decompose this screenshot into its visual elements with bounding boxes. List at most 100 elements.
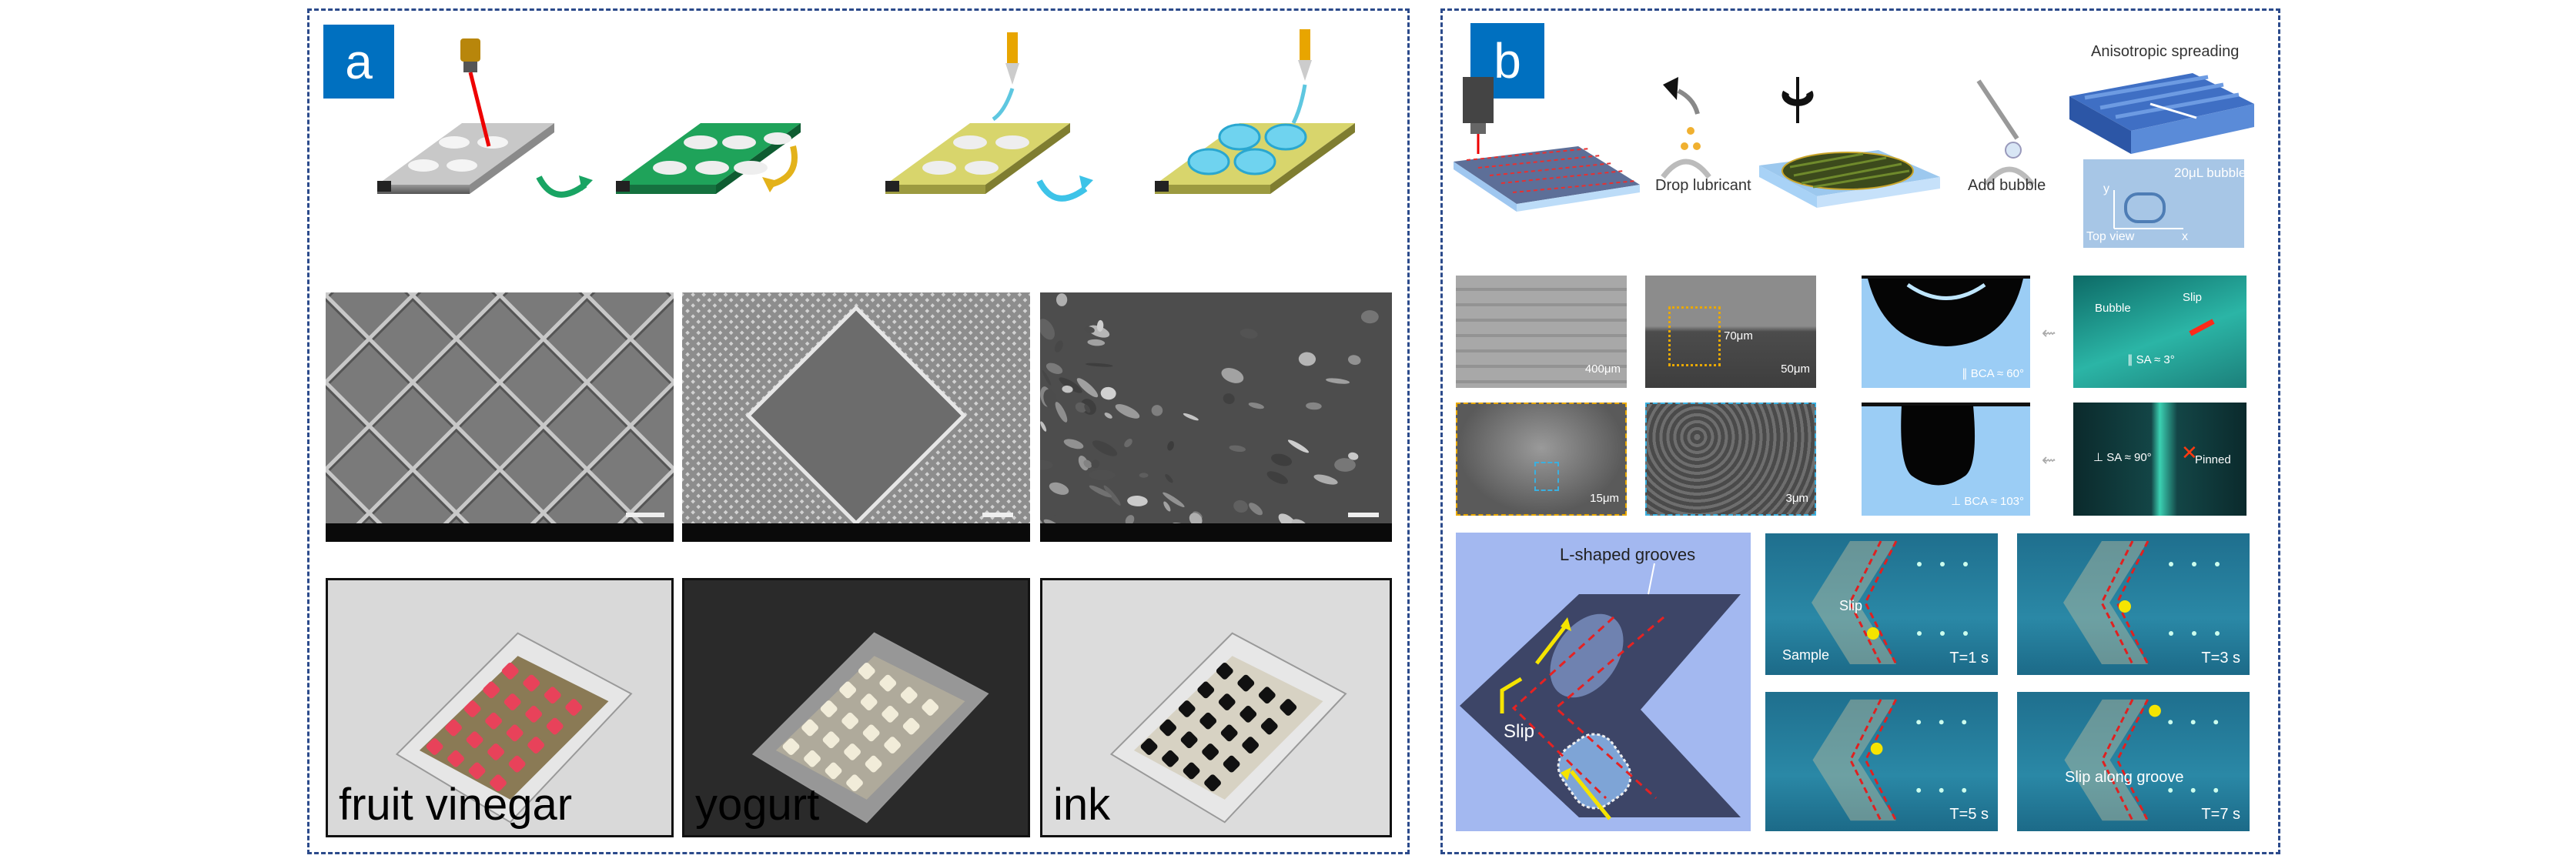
droplet [503,693,521,711]
sem-texture-mark [1092,440,1118,456]
droplet [839,681,857,699]
sem-texture-mark [1084,326,1095,333]
reflection-dot [2192,631,2196,636]
sa-perpendicular-label: ⊥ SA ≈ 90° [2093,451,2152,464]
droplet [1220,724,1238,742]
sa-parallel-label: ∥ SA ≈ 3° [2127,353,2175,366]
droplet [1140,738,1158,755]
droplet [1159,719,1177,737]
droplet [1242,737,1260,753]
droplet [466,731,483,749]
droplet [490,774,507,792]
reflection-dot [2169,631,2173,636]
slip-label: Slip [1504,721,1535,742]
sem-texture-mark [1040,319,1055,340]
time-label: T=7 s [2201,806,2240,823]
droplet [1180,731,1198,749]
pinned-x-icon: ✕ [2181,441,2198,464]
groove-line [2101,699,2134,821]
droplet [804,750,821,767]
sem-texture-mark [1076,378,1099,398]
droplet [487,743,504,760]
slip-label: Slip [1839,598,1863,613]
reflection-dot [2168,720,2173,725]
sem-texture-mark [1040,421,1047,432]
axis-y-label: y [2103,182,2109,195]
arrow-glyph: ⇜ [2042,450,2056,469]
sem-texture-mark [1042,370,1052,386]
scale-bar-label: 15μm [1590,492,1619,505]
slide-yellow [885,32,1093,202]
slide-droplets [1155,29,1355,194]
reflection-dot [1917,562,1922,566]
sem-texture-mark [1045,363,1063,374]
reflection-dot [1963,631,1968,636]
sem-texture-mark [1075,402,1087,413]
arrow-glyph: ⇜ [2042,323,2056,342]
sem-texture-mark [1167,441,1174,451]
sem-texture-mark [1054,340,1063,352]
droplet [1162,750,1179,767]
sem-texture-mark [1084,404,1091,413]
droplet [525,705,543,723]
droplet [1218,693,1236,711]
reflection-dot [1962,787,1967,793]
sample-plate [2064,699,2148,821]
scale-bar-label: 3μm [1785,492,1808,505]
droplet [902,717,920,735]
bca-parallel-label: ∥ BCA ≈ 60° [1962,367,2024,380]
groove-line [2100,540,2134,665]
droplet [1223,755,1240,773]
droplet [445,719,462,737]
sem-texture-mark [1083,459,1092,469]
sem-texture-mark [1163,501,1171,512]
timelapse-photo-t3: T=3 s [2017,533,2250,675]
groove-line [2116,699,2149,821]
sem-texture-mark [1125,515,1135,526]
reflection-dot [2215,562,2220,566]
sem-texture-mark [1271,453,1293,466]
l-groove-title: L-shaped grooves [1560,545,1696,564]
droplet [801,719,818,737]
sem-texture-mark [1059,377,1082,393]
sem-texture-mark [1298,352,1316,366]
droplet [501,662,519,680]
axis-x-label: x [2182,230,2188,243]
slip-arrow-icon [2189,319,2215,336]
depth-label: 70μm [1724,329,1753,342]
step-drop-lubricant: Drop lubricant [1655,177,1751,194]
reflection-dot [1916,787,1922,793]
droplet-array [395,632,633,824]
sem-texture-mark [1055,293,1068,306]
sem-texture-mark [1223,393,1235,404]
reflection-dot [1916,720,1922,725]
sem-texture-mark [1115,404,1140,419]
droplet [858,662,875,680]
photo-ink: ink [1040,578,1392,837]
scale-bar-label: 400μm [1584,363,1621,376]
sem-texture-mark [1183,413,1199,421]
groove-line [2116,540,2149,665]
sample-label: Sample [1782,647,1830,663]
droplet [900,687,918,704]
sem-texture-mark [1100,386,1116,400]
droplet [1239,705,1257,723]
sem-texture-mark [1306,402,1322,410]
sem-texture-mark [1233,499,1248,513]
sem-grooves-top: 400μm [1456,276,1627,388]
sem-texture-mark [1040,459,1053,470]
pinned-label: Pinned [2195,453,2231,466]
reflection-dot [1917,631,1922,636]
slide-laser [377,38,593,198]
photo-fruit-vinegar: fruit vinegar [326,578,674,837]
droplet [523,674,540,692]
timelapse-photo-t7: Slip along groove T=7 s [2017,692,2250,831]
sem-texture-mark [1089,485,1112,498]
droplet [862,724,880,742]
droplet [782,738,800,755]
contact-angle-perpendicular: ⊥ BCA ≈ 103° [1862,403,2030,516]
sem-texture-mark [1326,378,1350,384]
reflection-dot [1940,562,1945,566]
droplet [846,774,863,792]
sem-texture-mark [1091,459,1100,469]
